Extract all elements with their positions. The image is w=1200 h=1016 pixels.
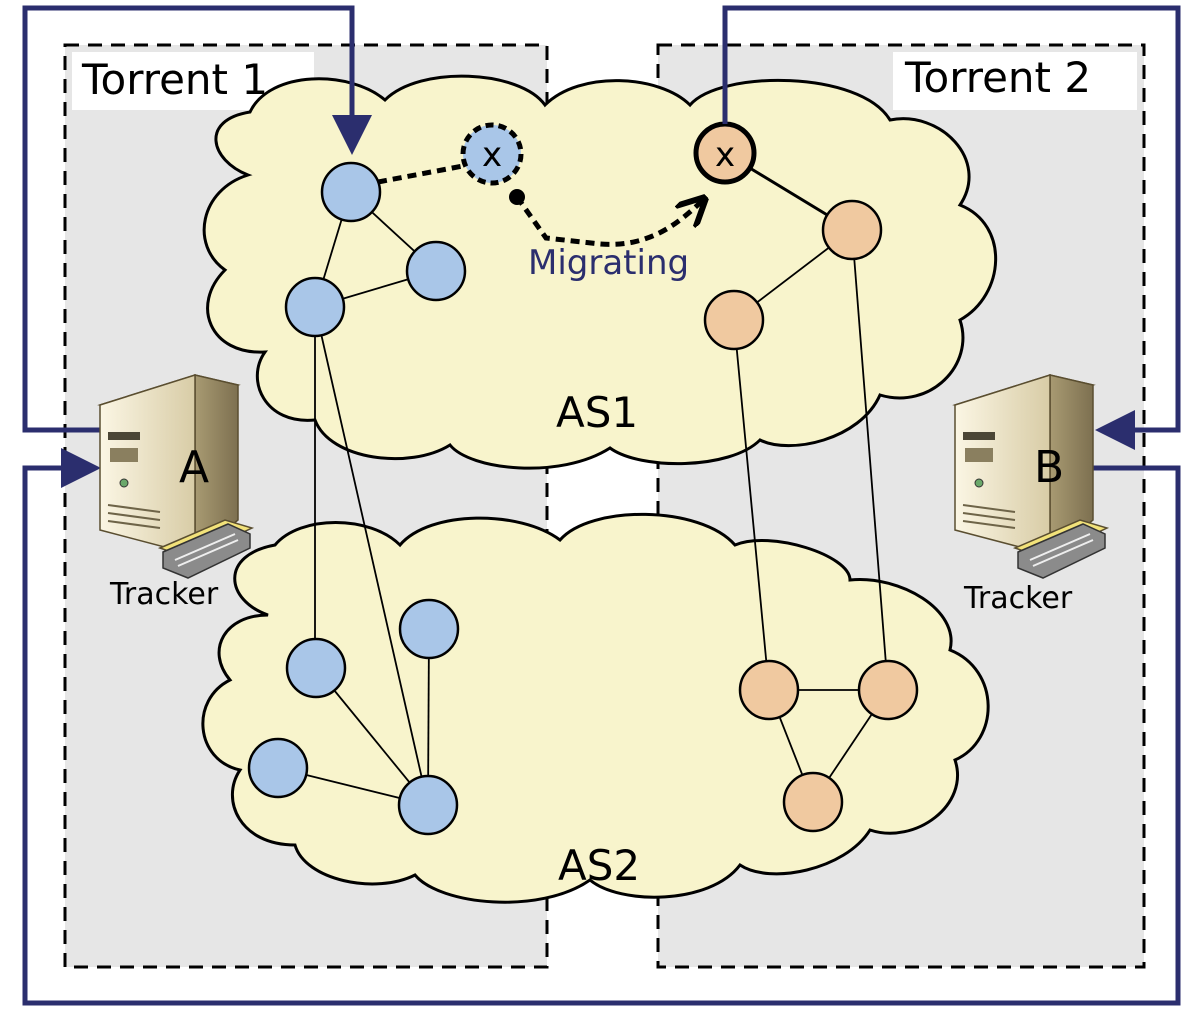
tracker-a-letter: A: [179, 442, 209, 493]
torrent-2-peers: [703, 199, 919, 833]
peer-node: [285, 637, 347, 699]
torrent-1-label: Torrent 1: [81, 55, 268, 104]
migrated-peer: x: [693, 121, 757, 185]
migrating-peer-mark: x: [482, 135, 502, 175]
as1-label: AS1: [556, 388, 638, 437]
torrent-2-label: Torrent 2: [904, 53, 1091, 102]
as2-label: AS2: [558, 841, 640, 890]
tracker-a-caption: Tracker: [109, 577, 219, 612]
tracker-scanner-icon: [157, 519, 255, 579]
peer-node: [397, 774, 459, 836]
migrating-label: Migrating: [528, 243, 689, 283]
peer-node: [284, 276, 346, 338]
server-tower-icon: [952, 373, 1096, 557]
torrent-1-peers: [247, 161, 467, 836]
tracker-connectors: [22, 5, 1181, 1006]
peer-node: [857, 659, 919, 721]
migration-path: Migrating: [377, 163, 703, 283]
peer-node: [398, 598, 460, 660]
peer-node: [821, 199, 883, 261]
peer-node: [247, 737, 309, 799]
cloud-as1: AS1: [202, 74, 998, 470]
peer-node: [782, 771, 844, 833]
peer-node: [405, 240, 467, 302]
tracker-b-letter: B: [1034, 442, 1064, 493]
migrated-peer-mark: x: [715, 135, 735, 175]
peer-node: [738, 659, 800, 721]
tracker-b-caption: Tracker: [963, 581, 1073, 616]
tracker-a-server: A Tracker: [97, 373, 255, 612]
peer-node: [703, 289, 765, 351]
tracker-b-server: B Tracker: [952, 373, 1110, 616]
tracker-scanner-icon: [1012, 519, 1110, 579]
peer-node: [320, 161, 382, 223]
migrating-peer-origin: x: [460, 122, 524, 186]
